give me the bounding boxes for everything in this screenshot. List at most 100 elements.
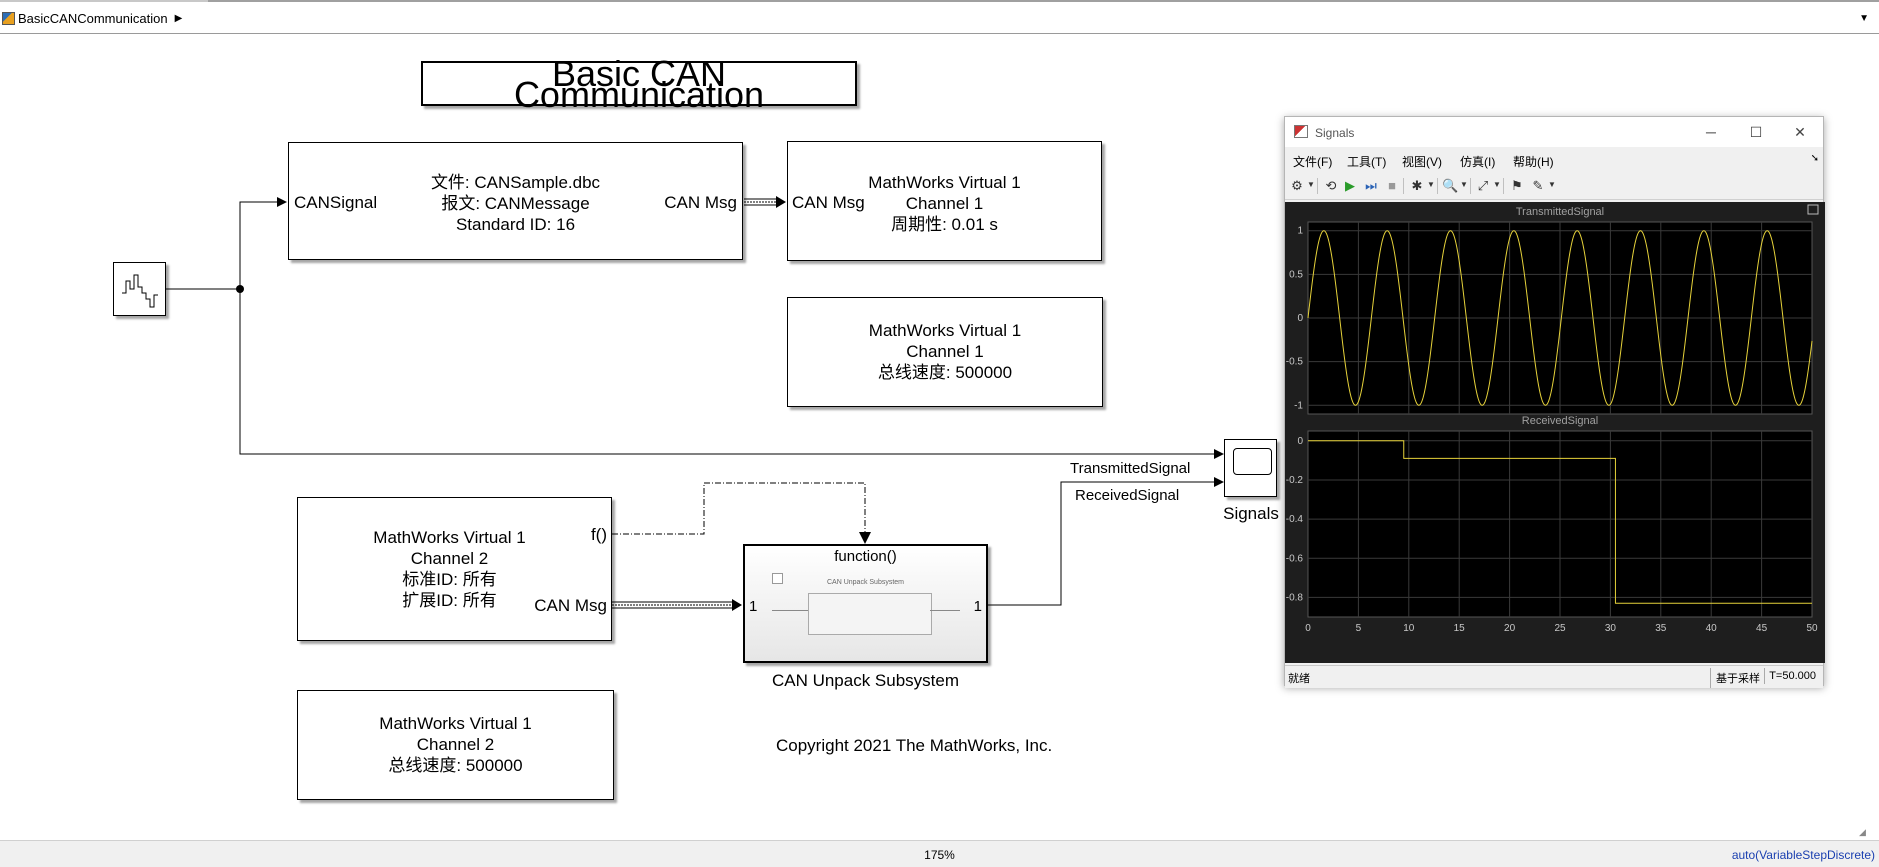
y-tick-label: -0.8: [1286, 592, 1304, 603]
can-config1-line-baud: 总线速度: 500000: [877, 363, 1013, 382]
zoom-in-icon[interactable]: 🔍: [1442, 178, 1459, 193]
undock-icon: [1807, 204, 1819, 215]
breadcrumb-expand-icon[interactable]: ▶: [174, 13, 183, 24]
menu-overflow-icon[interactable]: ➘: [1810, 153, 1819, 164]
copyright-annotation: Copyright 2021 The MathWorks, Inc.: [776, 736, 1053, 755]
subsystem-out-port-label: 1: [973, 598, 982, 615]
wire-to-scope-in2[interactable]: [988, 477, 1224, 606]
scope-block[interactable]: [1224, 439, 1277, 497]
x-tick-label: 45: [1756, 623, 1768, 634]
settings-gear-icon[interactable]: ⚙: [1291, 178, 1303, 193]
toolbar-separator: [1317, 178, 1318, 194]
signal-lines: [166, 196, 1224, 611]
resize-grip-icon[interactable]: ◢: [1859, 827, 1866, 837]
can-receive-block[interactable]: f() MathWorks Virtual 1 Channel 2 标准ID: …: [297, 497, 612, 641]
step-forward-icon[interactable]: ⏭: [1365, 178, 1377, 193]
subsystem-name-label[interactable]: CAN Unpack Subsystem: [771, 671, 960, 690]
can-pack-line-file: 文件: CANSample.dbc: [430, 173, 601, 192]
can-receive-trigger-port-label: f(): [590, 525, 607, 544]
can-config1-line-channel: Channel 1: [906, 342, 984, 361]
x-tick-label: 50: [1806, 623, 1818, 634]
collapse-toolstrip-icon[interactable]: ▼: [1859, 13, 1869, 24]
zoom-level[interactable]: 175%: [924, 848, 955, 862]
plot-title: TransmittedSignal: [1516, 206, 1604, 218]
y-tick-label: 0: [1297, 436, 1303, 447]
run-icon[interactable]: ▶: [1345, 178, 1355, 193]
menu-simulation[interactable]: 仿真(I): [1460, 155, 1496, 169]
can-pack-block[interactable]: CANSignal 文件: CANSample.dbc 报文: CANMessa…: [288, 142, 743, 260]
step-back-icon[interactable]: ⟲: [1325, 178, 1337, 193]
subsystem-inner-label: CAN Unpack Subsystem: [826, 579, 905, 586]
can-config2-line-baud: 总线速度: 500000: [388, 756, 523, 775]
scope-plots-svg[interactable]: TransmittedSignal10.50-0.5-1ReceivedSign…: [1285, 202, 1825, 663]
scope-screen-icon: [1233, 448, 1272, 475]
breadcrumb-model-name[interactable]: BasicCANCommunication: [18, 11, 168, 26]
wire-function-call[interactable]: [612, 482, 866, 536]
autoscale-icon[interactable]: ⤢: [1477, 178, 1489, 193]
toolbar-separator: [1437, 178, 1438, 194]
subsystem-preview-thumbnail: [808, 593, 932, 635]
y-tick-label: 1: [1297, 226, 1303, 237]
triggers-icon[interactable]: ⚑: [1511, 178, 1523, 193]
maximize-icon[interactable]: ☐: [1749, 124, 1763, 140]
x-tick-label: 15: [1454, 623, 1466, 634]
menu-file[interactable]: 文件(F): [1293, 155, 1333, 169]
close-icon[interactable]: ✕: [1794, 124, 1806, 140]
wire-source-out[interactable]: [166, 285, 244, 293]
autoscale-dropdown-icon[interactable]: ▼: [1493, 180, 1501, 189]
breadcrumb[interactable]: BasicCANCommunication ▶: [2, 11, 182, 26]
model-title-annotation[interactable]: Basic CAN Communication: [421, 55, 857, 112]
can-transmit-line-period: 周期性: 0.01 s: [891, 215, 998, 234]
menu-tools[interactable]: 工具(T): [1347, 155, 1387, 169]
measurements-icon[interactable]: ✎: [1532, 178, 1544, 193]
scope-status-bar: 就绪 基于采样 T=50.000: [1285, 665, 1823, 688]
menu-help[interactable]: 帮助(H): [1513, 155, 1554, 169]
toolbar-separator: [1403, 178, 1404, 194]
scope-status-text: 就绪: [1288, 673, 1310, 685]
can-transmit-line-device: MathWorks Virtual 1: [868, 173, 1021, 192]
signal-trace: [1308, 440, 1812, 604]
scope-name-label[interactable]: Signals: [1223, 504, 1279, 523]
settings-dropdown-icon[interactable]: ▼: [1307, 180, 1315, 189]
scope-app-icon: [1294, 125, 1308, 138]
wire-can-msg-receive-to-unpack[interactable]: [612, 599, 742, 611]
zoom-dropdown-icon[interactable]: ▼: [1460, 180, 1468, 189]
can-unpack-subsystem-block[interactable]: function() CAN Unpack Subsystem 1 1: [743, 544, 988, 663]
can-configuration-block-1[interactable]: MathWorks Virtual 1 Channel 1 总线速度: 5000…: [787, 297, 1103, 407]
highlight-block-icon[interactable]: ✱: [1411, 178, 1423, 193]
x-tick-label: 35: [1655, 623, 1667, 634]
wire-to-can-pack[interactable]: [239, 197, 287, 289]
x-tick-label: 25: [1554, 623, 1566, 634]
y-tick-label: -0.6: [1286, 553, 1304, 564]
staircase-waveform-icon: [122, 274, 158, 308]
can-configuration-block-2[interactable]: MathWorks Virtual 1 Channel 2 总线速度: 5000…: [297, 690, 614, 800]
scope-menu-bar: 文件(F) 工具(T) 视图(V) 仿真(I) 帮助(H) ➘: [1285, 149, 1823, 171]
can-receive-line-channel: Channel 2: [410, 549, 489, 568]
can-pack-line-id: Standard ID: 16: [455, 215, 576, 234]
signal-label-transmitted[interactable]: TransmittedSignal: [1070, 460, 1191, 477]
scope-window[interactable]: Signals ─ ☐ ✕ 文件(F) 工具(T) 视图(V) 仿真(I) 帮助…: [1284, 116, 1825, 688]
plot-title: ReceivedSignal: [1522, 415, 1598, 427]
subsystem-preview-out-line: [930, 610, 960, 611]
can-config2-line-device: MathWorks Virtual 1: [379, 714, 532, 733]
wire-to-scope-in1[interactable]: [239, 289, 1224, 459]
wire-can-msg-pack-to-transmit[interactable]: [744, 196, 786, 208]
scope-sample-mode: 基于采样: [1710, 668, 1765, 688]
highlight-dropdown-icon[interactable]: ▼: [1427, 180, 1435, 189]
x-tick-label: 0: [1305, 623, 1311, 634]
signal-trace: [1307, 230, 1813, 406]
measurements-dropdown-icon[interactable]: ▼: [1548, 180, 1556, 189]
solver-info[interactable]: auto(VariableStepDiscrete): [1731, 848, 1875, 862]
stop-icon[interactable]: ■: [1388, 178, 1396, 193]
y-tick-label: -0.5: [1286, 357, 1304, 368]
scope-title-bar[interactable]: Signals ─ ☐ ✕: [1285, 117, 1823, 147]
menu-view[interactable]: 视图(V): [1402, 155, 1442, 169]
minimize-icon[interactable]: ─: [1706, 124, 1716, 140]
y-tick-label: -1: [1294, 400, 1303, 411]
signal-source-block[interactable]: [113, 262, 166, 316]
x-tick-label: 5: [1356, 623, 1362, 634]
can-transmit-block[interactable]: CAN Msg MathWorks Virtual 1 Channel 1 周期…: [787, 141, 1102, 261]
signal-label-received[interactable]: ReceivedSignal: [1075, 487, 1180, 504]
